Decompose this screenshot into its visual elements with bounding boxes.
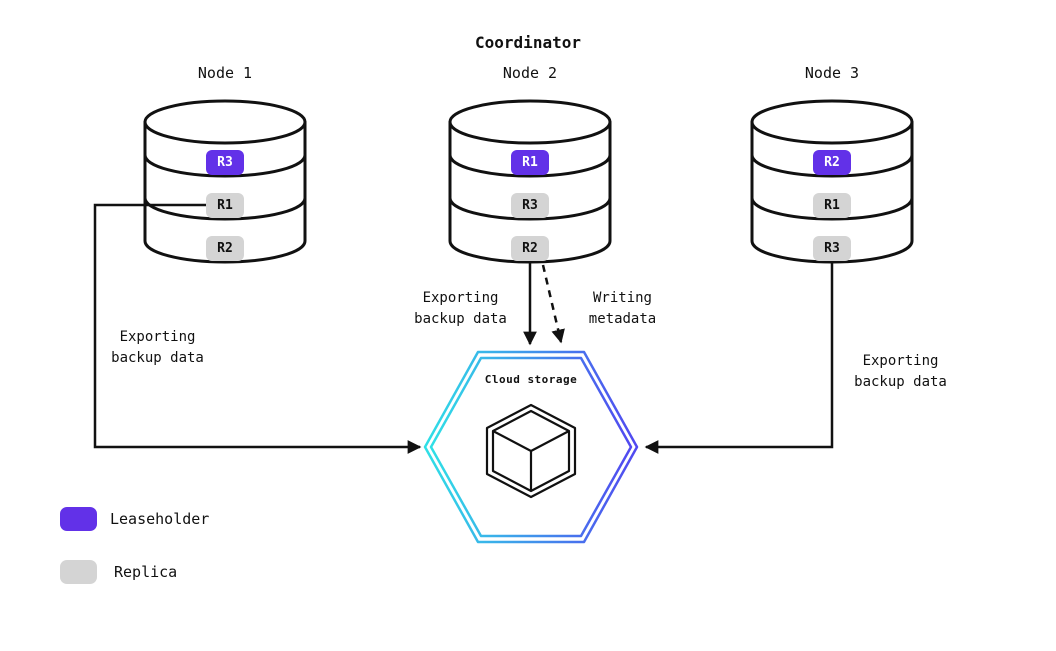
cloud-storage-hexagon bbox=[423, 350, 639, 544]
node2-database-cylinder bbox=[448, 99, 612, 264]
node3-label: Node 3 bbox=[804, 64, 860, 82]
flow-arrows bbox=[93, 203, 834, 454]
node3-replica-badge: R3 bbox=[813, 236, 851, 261]
legend-replica-label: Replica bbox=[114, 563, 178, 581]
node2-replica-badge: R3 bbox=[511, 193, 549, 218]
node1-replica-badge: R2 bbox=[206, 236, 244, 261]
node2-replica-badge: R2 bbox=[511, 236, 549, 261]
node3-export-arrow bbox=[644, 262, 834, 454]
node1-label: Node 1 bbox=[197, 64, 253, 82]
cloud-storage-label: Cloud storage bbox=[484, 373, 578, 386]
node2-leaseholder-badge: R1 bbox=[511, 150, 549, 175]
node3-replica-badge: R1 bbox=[813, 193, 851, 218]
legend-replica-swatch bbox=[60, 560, 97, 584]
node1-export-label: Exporting backup data bbox=[111, 329, 204, 366]
legend-leaseholder-swatch bbox=[60, 507, 97, 531]
node1-leaseholder-badge: R3 bbox=[206, 150, 244, 175]
node3-leaseholder-badge: R2 bbox=[813, 150, 851, 175]
node1-replica-badge: R1 bbox=[206, 193, 244, 218]
diagram-title: Coordinator bbox=[475, 33, 581, 52]
node2-metadata-label: Writing metadata bbox=[588, 290, 657, 327]
node1-database-cylinder bbox=[143, 99, 307, 264]
legend-leaseholder-label: Leaseholder bbox=[110, 510, 210, 528]
cube-icon bbox=[485, 403, 577, 499]
node3-export-label: Exporting backup data bbox=[854, 353, 947, 390]
node2-label: Node 2 bbox=[502, 64, 558, 82]
node2-export-label: Exporting backup data bbox=[414, 290, 507, 327]
node1-export-arrow bbox=[93, 203, 422, 454]
node2-metadata-arrow-dashed bbox=[541, 264, 565, 344]
